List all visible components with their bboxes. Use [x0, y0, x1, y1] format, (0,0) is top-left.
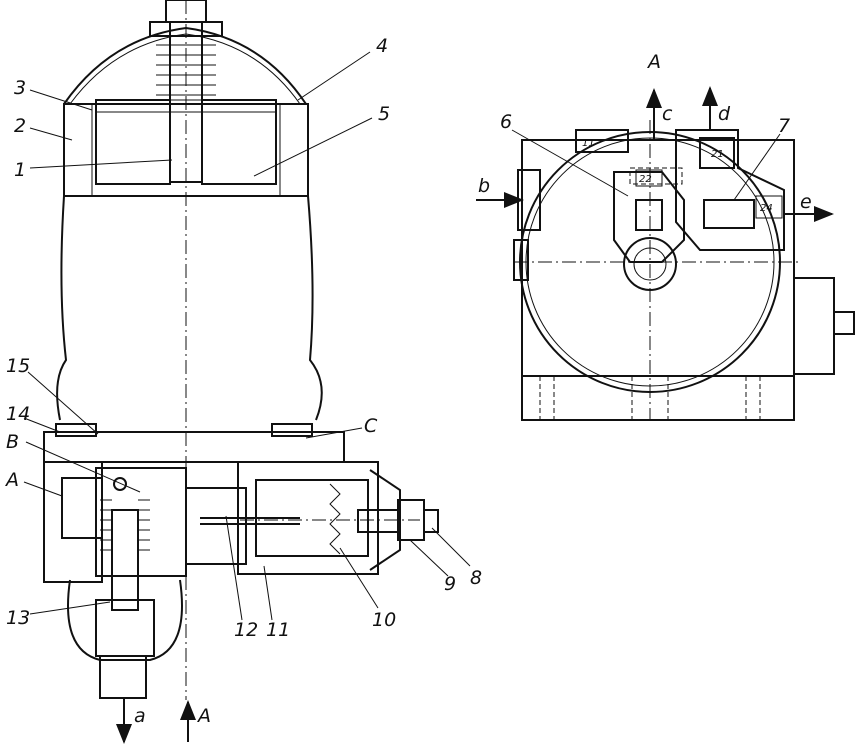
valve-6: [613, 171, 685, 263]
label-A: A: [4, 469, 19, 491]
label-3: 3: [14, 77, 26, 99]
label-a: a: [134, 705, 146, 727]
label-B: B: [6, 431, 19, 453]
outlet-a: [99, 655, 147, 699]
label-11: 11: [266, 619, 290, 641]
filter-sectional-view: [43, 0, 439, 700]
label-c: c: [662, 103, 673, 125]
label-d: d: [718, 103, 731, 125]
label-C: C: [364, 415, 378, 437]
label-arrow-A: A: [196, 705, 211, 727]
view-a: [511, 120, 855, 421]
label-12: 12: [234, 619, 258, 641]
label-e: e: [800, 191, 812, 213]
label-9: 9: [444, 573, 456, 595]
label-10: 10: [372, 609, 396, 631]
label-13: 13: [6, 607, 30, 629]
label-view-A: A: [646, 51, 661, 73]
port-22: 22: [639, 174, 652, 185]
side-connector: [833, 311, 855, 335]
valve-housing-13: [95, 467, 187, 577]
label-7: 7: [778, 115, 790, 137]
filter-base: [43, 431, 345, 463]
chamber-A: [61, 477, 103, 539]
port-24: 24: [760, 203, 773, 214]
label-b: b: [478, 175, 490, 197]
label-1: 1: [14, 159, 26, 181]
label-6: 6: [500, 111, 512, 133]
filter-element-5: [95, 99, 171, 185]
label-2: 2: [14, 115, 26, 137]
port-21: 21: [711, 149, 724, 160]
label-5: 5: [378, 103, 390, 125]
label-15: 15: [6, 355, 30, 377]
valve-spring-10: [329, 483, 341, 555]
label-8: 8: [470, 567, 482, 589]
port-11: 11: [582, 138, 595, 149]
label-14: 14: [6, 403, 30, 425]
valve-7: [675, 129, 785, 251]
filter-cap-4: [63, 26, 307, 105]
label-4: 4: [376, 35, 388, 57]
leader-lines-left: [23, 51, 471, 621]
